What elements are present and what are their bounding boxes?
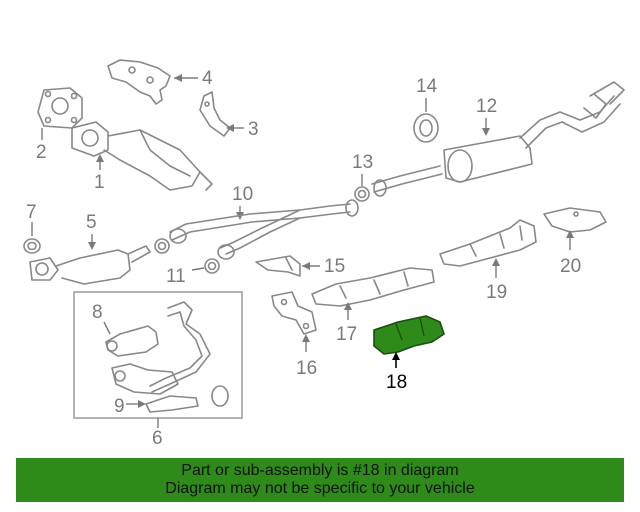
banner-line-2: Diagram may not be specific to your vehi…: [165, 480, 475, 497]
callout-20: 20: [560, 256, 581, 277]
callout-4: 4: [202, 68, 213, 89]
part-8-converter[interactable]: [105, 325, 159, 357]
callout-14: 14: [416, 76, 438, 97]
part-14-hanger[interactable]: [413, 113, 439, 143]
callout-13: 13: [352, 152, 373, 173]
part-15-heat-shield[interactable]: [255, 255, 301, 277]
callout-18: 18: [386, 372, 407, 393]
part-9-heat-shield[interactable]: [145, 395, 199, 413]
callout-11: 11: [166, 266, 186, 287]
part-10-front-pipe[interactable]: [169, 199, 359, 260]
part-16-bracket[interactable]: [271, 291, 317, 335]
callout-5: 5: [86, 212, 97, 233]
part-12-tailpipe-muffler[interactable]: [371, 81, 625, 197]
part-19-heat-shield[interactable]: [439, 219, 537, 267]
part-7-gasket-ring[interactable]: [23, 238, 41, 254]
part-4-gasket[interactable]: [107, 59, 171, 105]
part-2-gasket[interactable]: [37, 87, 83, 129]
callout-1: 1: [94, 172, 105, 193]
part-20-heat-shield[interactable]: [543, 207, 607, 233]
callout-12: 12: [476, 96, 497, 117]
callout-7: 7: [26, 202, 37, 223]
callout-6: 6: [152, 428, 163, 449]
callout-17: 17: [336, 324, 357, 345]
callout-8: 8: [92, 302, 103, 323]
callout-10: 10: [232, 184, 253, 205]
part-17-heat-shield[interactable]: [311, 267, 435, 307]
part-5-front-converter[interactable]: [29, 245, 151, 285]
callout-9: 9: [114, 396, 125, 417]
part-18-heat-shield-highlighted[interactable]: [373, 315, 445, 355]
info-banner: Part or sub-assembly is #18 in diagram D…: [16, 458, 624, 502]
part-1-manifold-converter[interactable]: [71, 121, 213, 191]
callout-2: 2: [36, 142, 47, 163]
callout-16: 16: [296, 358, 317, 379]
part-11-gasket[interactable]: [154, 238, 220, 274]
banner-line-1: Part or sub-assembly is #18 in diagram: [181, 462, 459, 479]
part-13-gasket[interactable]: [354, 186, 370, 202]
part-3-bracket[interactable]: [199, 91, 231, 137]
callout-19: 19: [486, 282, 507, 303]
callout-15: 15: [324, 256, 345, 277]
callout-3: 3: [248, 119, 259, 140]
